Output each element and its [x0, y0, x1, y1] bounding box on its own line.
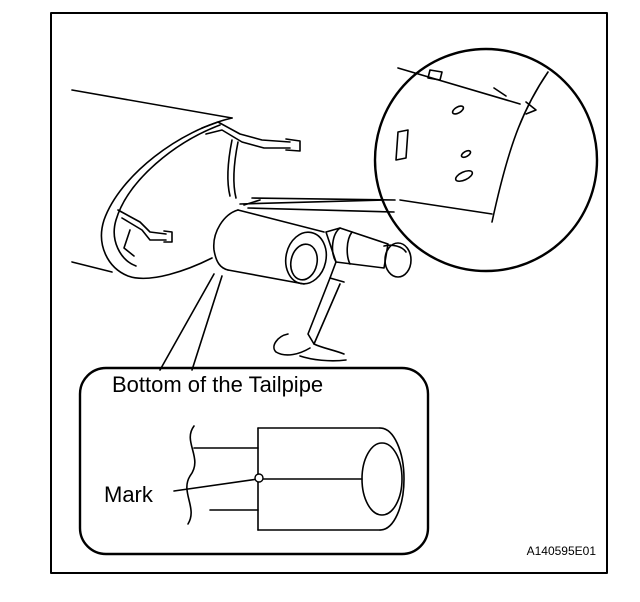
mark-point — [254, 473, 264, 483]
tailpipe-tip — [213, 199, 328, 285]
callout-leader-lines — [159, 273, 223, 371]
hanger-brackets — [117, 121, 301, 257]
hand — [273, 333, 347, 362]
marker-pen — [307, 227, 412, 345]
magnified-callout — [239, 47, 599, 273]
figure-frame — [50, 12, 608, 574]
figure-code: A140595E01 — [527, 544, 597, 558]
mark-label: Mark — [104, 482, 154, 507]
muffler-end — [100, 117, 233, 280]
inset-title: Bottom of the Tailpipe — [112, 372, 323, 397]
